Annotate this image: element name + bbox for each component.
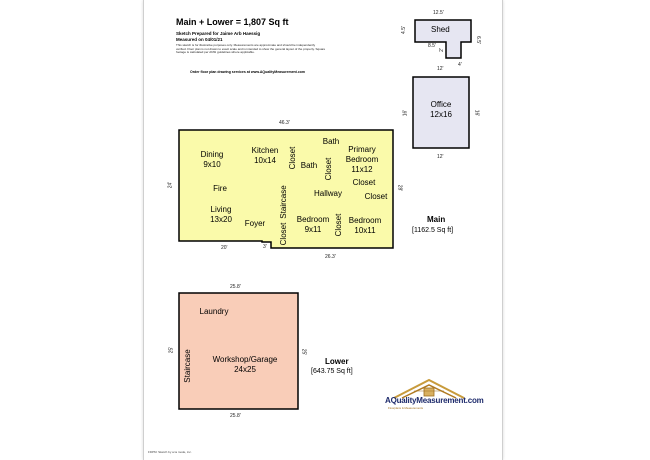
- main-floor-outline: [178, 129, 394, 249]
- room-label: Dining: [200, 150, 224, 159]
- room-workshop-garage: Workshop/Garage 24x25: [206, 355, 284, 375]
- main-floor-name: Main: [427, 215, 446, 224]
- logo-tagline: Floorplans & Measurements: [388, 406, 423, 410]
- room-label: Hallway: [313, 189, 342, 198]
- room-label: Closet: [352, 178, 376, 187]
- room-size: 24x25: [234, 365, 256, 374]
- office-room: Office 12x16: [421, 100, 461, 120]
- main-dim-top: 46.3': [279, 120, 290, 126]
- room-closet-right-2: Closet: [358, 192, 394, 202]
- room-size: 11x12: [351, 165, 373, 174]
- lower-dim-right: 25': [300, 348, 307, 356]
- room-label: Bath: [322, 137, 340, 146]
- room-closet-right-1: Closet: [346, 178, 382, 188]
- room-bedroom-b: Bedroom 10x11: [344, 216, 386, 236]
- room-kitchen: Kitchen 10x14: [245, 146, 285, 166]
- room-bedroom-a: Bedroom 9x11: [292, 215, 334, 235]
- room-size: 9x10: [203, 160, 221, 169]
- lower-floor-area: [643.75 Sq ft]: [311, 368, 353, 375]
- office-dim-bottom: 12': [437, 154, 444, 160]
- room-label: Fire: [213, 184, 227, 193]
- house-logo-icon: [393, 378, 465, 399]
- order-link: Order floor plan drawing services at www…: [190, 70, 306, 74]
- main-dim-notch: 3': [263, 244, 267, 250]
- office-outline: [412, 76, 470, 149]
- closet-bed-label: Closet: [334, 213, 343, 237]
- shed-dim-notch: 4': [458, 62, 462, 68]
- room-label: Closet: [364, 192, 388, 201]
- room-foyer: Foyer: [237, 219, 273, 229]
- room-bath-mid: Bath: [291, 161, 327, 171]
- lower-dim-bottom: 25.8': [230, 413, 241, 419]
- staircase-lower-label: Staircase: [183, 349, 192, 383]
- closet-bath-label: Closet: [324, 157, 333, 181]
- room-label: Bedroom: [296, 215, 330, 224]
- room-label: Bedroom: [348, 216, 382, 225]
- disclaimer-text: This sketch is for illustrative purposes…: [176, 43, 326, 55]
- shed-dim-inner-h: 8.5': [428, 43, 436, 49]
- room-label: Bath: [300, 161, 318, 170]
- closet-kitchen-label: Closet: [288, 146, 297, 170]
- prepared-for: Sketch Prepared for Jaime Arb Haessig: [176, 31, 261, 36]
- shed-dim-bottom: 12': [437, 66, 444, 72]
- shed-dim-inner-v: 2': [438, 48, 445, 52]
- room-size: 10x14: [254, 156, 276, 165]
- shed-dim-top: 12.5': [433, 10, 444, 16]
- shed-dim-right: 6.5': [474, 36, 481, 44]
- office-label: Office: [430, 100, 452, 109]
- office-size: 12x16: [430, 110, 452, 119]
- room-label: Kitchen: [251, 146, 279, 155]
- room-size: 10x11: [354, 226, 376, 235]
- shed-outline: [414, 19, 472, 59]
- room-label: Workshop/Garage: [212, 355, 278, 364]
- room-label: Foyer: [244, 219, 266, 228]
- room-size: 13x20: [210, 215, 232, 224]
- closet-foyer-label: Closet: [279, 222, 288, 246]
- main-dim-left: 24': [167, 181, 174, 189]
- room-fire: Fire: [202, 184, 238, 194]
- company-logo: AQualityMeasurement.com Floorplans & Mea…: [384, 376, 484, 410]
- main-floor-area: [1162.5 Sq ft]: [412, 227, 454, 234]
- lower-floor-outline: [178, 292, 299, 410]
- room-bath-top: Bath: [313, 137, 349, 147]
- room-label: Living: [210, 205, 232, 214]
- shed-dim-left: 4.5': [400, 26, 407, 34]
- office-dim-right: 16': [473, 109, 480, 117]
- main-dim-right: 28': [396, 184, 403, 192]
- room-hallway: Hallway: [305, 189, 351, 199]
- page-title: Main + Lower = 1,807 Sq ft: [176, 17, 289, 27]
- measured-date: Measured on 04/01/21: [176, 37, 223, 42]
- logo-text: AQualityMeasurement.com: [385, 396, 484, 405]
- room-living: Living 13x20: [201, 205, 241, 225]
- main-dim-bottom-left: 20': [221, 245, 228, 251]
- shed-label: Shed: [431, 25, 450, 34]
- room-laundry: Laundry: [199, 307, 229, 316]
- footer-text: FDPM: Sketch by a la mode, inc.: [148, 450, 192, 454]
- room-label: Primary: [348, 145, 376, 154]
- main-dim-bottom-right: 26.3': [325, 254, 336, 260]
- room-dining: Dining 9x10: [192, 150, 232, 170]
- lower-dim-top: 25.8': [230, 284, 241, 290]
- room-label: Bedroom: [345, 155, 379, 164]
- room-primary-bedroom: Primary Bedroom 11x12: [339, 145, 385, 175]
- lower-dim-left: 25': [168, 346, 175, 354]
- office-dim-left: 16': [402, 109, 409, 117]
- room-size: 9x11: [304, 225, 322, 234]
- lower-floor-name: Lower: [325, 357, 349, 366]
